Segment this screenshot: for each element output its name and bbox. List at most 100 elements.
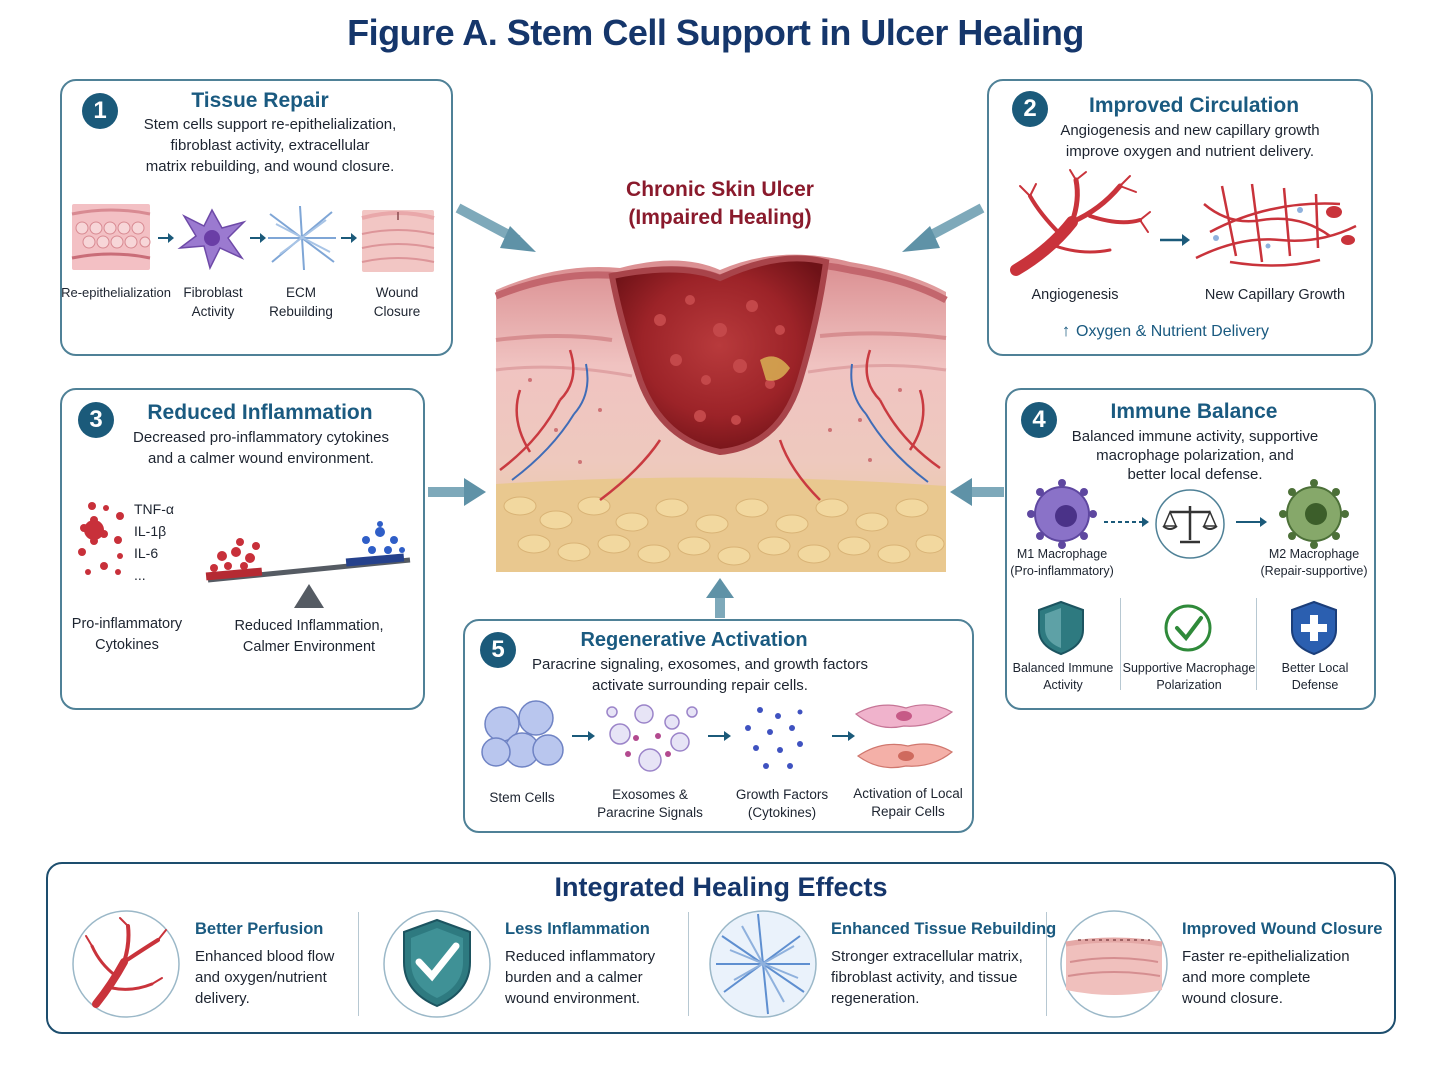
skin-closure-icon bbox=[1060, 910, 1168, 1018]
panel-reduced-inflammation bbox=[60, 388, 425, 710]
step-caption: Rebuilding bbox=[269, 304, 333, 319]
m1-macrophage-icon bbox=[1027, 479, 1097, 549]
panel-description-line: Paracrine signaling, exosomes, and growt… bbox=[531, 656, 868, 673]
effect-description: Faster re-epithelialization bbox=[1182, 948, 1350, 965]
step-caption: Repair Cells bbox=[871, 804, 945, 819]
reduced-inflammation-caption: Calmer Environment bbox=[242, 639, 376, 655]
balance-scale-icon bbox=[1155, 489, 1225, 559]
panel-number-badge: 2 bbox=[1012, 91, 1048, 127]
cytokine-label: IL-1β bbox=[134, 523, 167, 539]
panel-description-line: Decreased pro-inflammatory cytokines bbox=[133, 429, 389, 446]
cytokines-caption: Cytokines bbox=[95, 637, 159, 653]
step-caption: Growth Factors bbox=[735, 787, 829, 802]
effect-description: fibroblast activity, and tissue bbox=[831, 969, 1018, 986]
effect-title: Improved Wound Closure bbox=[1182, 920, 1383, 938]
stem-cells-icon bbox=[481, 700, 564, 768]
badge-caption: Activity bbox=[1043, 678, 1083, 692]
panel-description-line: Angiogenesis and new capillary growth bbox=[1060, 122, 1320, 139]
badge-caption: Defense bbox=[1291, 678, 1339, 692]
panel-title: Improved Circulation bbox=[1088, 94, 1300, 117]
effect-description: and oxygen/nutrient bbox=[195, 969, 327, 986]
ulcer-title: Chronic Skin Ulcer bbox=[626, 178, 814, 201]
step-caption: Activation of Local bbox=[853, 786, 963, 801]
panel-description-line: Balanced immune activity, supportive bbox=[1071, 428, 1319, 445]
exosomes-icon bbox=[606, 704, 698, 772]
panel-description-line: fibroblast activity, extracellular bbox=[170, 137, 370, 154]
panel-number-badge: 3 bbox=[78, 402, 114, 438]
shield-icon bbox=[1038, 600, 1084, 656]
badge-caption: Polarization bbox=[1156, 678, 1222, 692]
panel-description-line: activate surrounding repair cells. bbox=[592, 677, 808, 694]
effect-description: wound environment. bbox=[505, 990, 641, 1007]
effect-description: Enhanced blood flow bbox=[195, 948, 335, 965]
wound-closure-icon bbox=[361, 210, 435, 272]
ecm-fibers-icon bbox=[268, 205, 336, 271]
effect-description: and more complete bbox=[1182, 969, 1311, 986]
divider bbox=[1120, 598, 1121, 690]
step-caption: Stem Cells bbox=[489, 790, 555, 805]
badge-caption: Supportive Macrophage bbox=[1122, 661, 1256, 675]
step-caption: (Cytokines) bbox=[747, 805, 817, 820]
m1-caption: (Pro-inflammatory) bbox=[1010, 564, 1114, 578]
ecm-fibers-icon bbox=[709, 910, 817, 1018]
blood-vessel-icon bbox=[72, 910, 180, 1018]
divider bbox=[1046, 912, 1047, 1016]
divider bbox=[358, 912, 359, 1016]
badge-caption: Better Local bbox=[1281, 661, 1349, 675]
circulation-caption: Angiogenesis bbox=[1031, 287, 1119, 303]
panel-title: Reduced Inflammation bbox=[147, 401, 373, 424]
divider bbox=[688, 912, 689, 1016]
arrow-icon bbox=[455, 203, 536, 252]
panel-description-line: matrix rebuilding, and wound closure. bbox=[145, 158, 395, 175]
panel-improved-circulation bbox=[987, 79, 1373, 356]
m2-caption: M2 Macrophage bbox=[1268, 547, 1360, 561]
panel-description-line: macrophage polarization, and bbox=[1096, 447, 1294, 464]
effect-description: wound closure. bbox=[1182, 990, 1283, 1007]
cytokine-label: TNF-α bbox=[134, 501, 174, 517]
effect-title: Better Perfusion bbox=[195, 920, 324, 938]
growth-factors-icon bbox=[745, 707, 803, 769]
step-caption: Paracrine Signals bbox=[597, 805, 703, 820]
effect-title: Enhanced Tissue Rebuilding bbox=[831, 920, 1057, 938]
cytokines-caption: Pro-inflammatory bbox=[71, 616, 183, 632]
up-arrow-icon: ↑ bbox=[1061, 321, 1071, 340]
step-caption: Closure bbox=[373, 304, 421, 319]
arrow-icon bbox=[706, 578, 734, 618]
effect-description: Stronger extracellular matrix, bbox=[831, 948, 1023, 965]
effect-description: Reduced inflammatory bbox=[505, 948, 656, 965]
arrow-icon bbox=[950, 478, 1004, 506]
repair-cells-icon bbox=[854, 704, 954, 769]
fibroblast-icon bbox=[177, 208, 247, 271]
panel-number-badge: 1 bbox=[82, 93, 118, 129]
cytokine-label: IL-6 bbox=[134, 545, 159, 561]
capillary-network-icon bbox=[1195, 183, 1357, 267]
cytokine-label: ... bbox=[134, 567, 146, 583]
m1-caption: M1 Macrophage bbox=[1016, 547, 1108, 561]
effect-title: Less Inflammation bbox=[505, 920, 650, 938]
figure-title: Figure A. Stem Cell Support in Ulcer Hea… bbox=[347, 12, 1084, 53]
shield-check-icon bbox=[383, 910, 491, 1018]
panel-title: Tissue Repair bbox=[191, 89, 329, 112]
reduced-inflammation-caption: Reduced Inflammation, bbox=[234, 618, 384, 634]
m2-caption: (Repair-supportive) bbox=[1260, 564, 1368, 578]
panel-description-line: and a calmer wound environment. bbox=[148, 450, 374, 467]
step-caption: Re-epithelialization bbox=[61, 285, 171, 300]
panel-title: Regenerative Activation bbox=[580, 629, 808, 651]
effect-description: delivery. bbox=[195, 990, 250, 1007]
shield-plus-icon bbox=[1291, 600, 1337, 656]
arrow-icon bbox=[428, 478, 486, 506]
panel-description-line: Stem cells support re-epithelialization, bbox=[143, 116, 397, 133]
effects-title: Integrated Healing Effects bbox=[554, 872, 888, 902]
blood-vessel-icon bbox=[1010, 169, 1151, 276]
step-caption: Exosomes & bbox=[612, 787, 688, 802]
panel-number-badge: 4 bbox=[1021, 402, 1057, 438]
